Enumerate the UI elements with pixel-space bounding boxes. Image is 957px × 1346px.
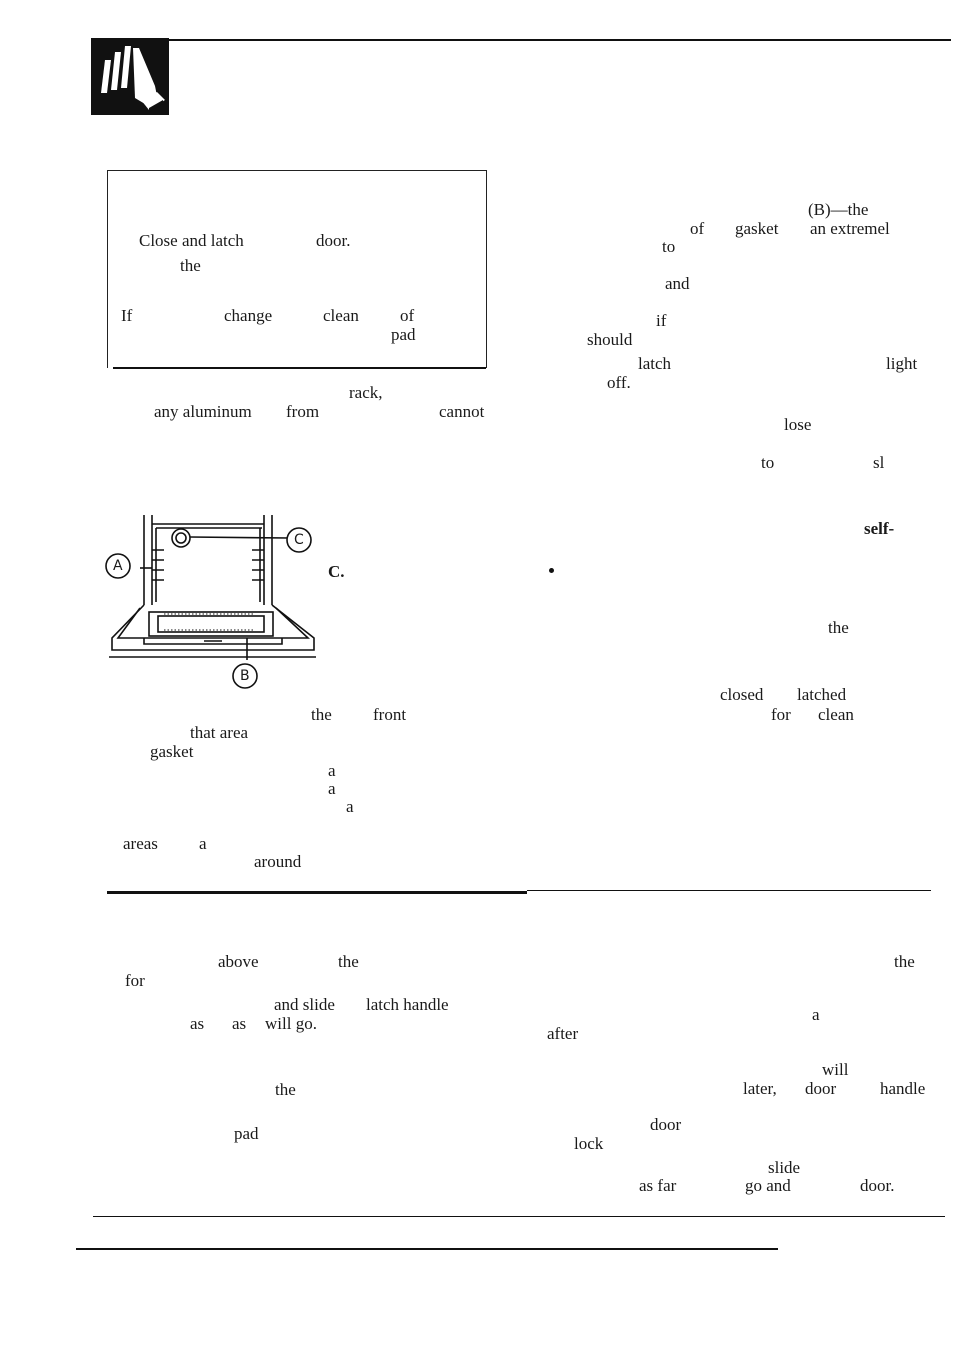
body-text: areas bbox=[123, 834, 158, 853]
body-text: will go. bbox=[265, 1014, 317, 1033]
body-text: as bbox=[190, 1014, 205, 1033]
body-text: for bbox=[771, 705, 791, 724]
footer-rule-top bbox=[93, 1216, 945, 1218]
body-text: after bbox=[547, 1024, 579, 1043]
body-text: a bbox=[346, 797, 354, 816]
callout-b-label: B bbox=[240, 668, 250, 684]
figure-caption-c: C. bbox=[328, 562, 345, 581]
body-text: lose bbox=[784, 415, 812, 434]
body-text: if bbox=[656, 311, 667, 330]
footer-rule-bottom bbox=[76, 1248, 778, 1250]
body-text: that area bbox=[190, 723, 249, 742]
body-text: (B)—the bbox=[808, 200, 869, 219]
section-rule-left bbox=[107, 891, 527, 894]
body-text: around bbox=[254, 852, 302, 871]
body-text: latch bbox=[638, 354, 672, 373]
instruction-box bbox=[107, 170, 487, 368]
box-text: Close and latch bbox=[139, 231, 244, 250]
body-text: cannot bbox=[439, 402, 485, 421]
box-bottom-rule bbox=[113, 367, 486, 369]
body-text: a bbox=[199, 834, 207, 853]
body-text: sl bbox=[873, 453, 885, 472]
body-text: latched bbox=[797, 685, 847, 704]
body-text: self- bbox=[864, 519, 895, 538]
box-text: change bbox=[224, 306, 273, 325]
body-text: a bbox=[328, 779, 336, 798]
body-text: for bbox=[125, 971, 145, 990]
body-text: door bbox=[805, 1079, 837, 1098]
body-text: an extremel bbox=[810, 219, 890, 238]
oven-interior-diagram bbox=[109, 515, 316, 660]
body-text: the bbox=[275, 1080, 296, 1099]
body-text: gasket bbox=[150, 742, 194, 761]
body-text: and slide bbox=[274, 995, 335, 1014]
box-text: clean bbox=[323, 306, 359, 325]
body-text: rack, bbox=[349, 383, 383, 402]
body-text: clean bbox=[818, 705, 854, 724]
box-text: door. bbox=[316, 231, 351, 250]
body-text: door. bbox=[860, 1176, 895, 1195]
body-text: as bbox=[232, 1014, 247, 1033]
body-text: as far bbox=[639, 1176, 677, 1195]
body-text: door bbox=[650, 1115, 682, 1134]
body-text: gasket bbox=[735, 219, 779, 238]
body-text: later, bbox=[743, 1079, 777, 1098]
callout-b-marker bbox=[232, 663, 258, 689]
callout-c-label: C bbox=[294, 532, 304, 548]
body-text: handle bbox=[880, 1079, 926, 1098]
bullet bbox=[549, 568, 554, 573]
body-text: the bbox=[311, 705, 332, 724]
body-text: closed bbox=[720, 685, 764, 704]
section-rule-right bbox=[527, 890, 931, 892]
box-text: pad bbox=[391, 325, 416, 344]
callout-a-marker bbox=[105, 553, 131, 579]
box-text: of bbox=[400, 306, 415, 325]
body-text: and bbox=[665, 274, 690, 293]
body-text: the bbox=[338, 952, 359, 971]
body-text: above bbox=[218, 952, 259, 971]
body-text: a bbox=[328, 761, 336, 780]
body-text: a bbox=[812, 1005, 820, 1024]
body-text: will bbox=[822, 1060, 849, 1079]
body-text: any aluminum bbox=[154, 402, 252, 421]
body-text: to bbox=[662, 237, 676, 256]
body-text: should bbox=[587, 330, 633, 349]
callout-c-marker bbox=[286, 527, 312, 553]
body-text: pad bbox=[234, 1124, 259, 1143]
body-text: slide bbox=[768, 1158, 801, 1177]
body-text: lock bbox=[574, 1134, 604, 1153]
body-text: of bbox=[690, 219, 705, 238]
callout-a-label: A bbox=[113, 558, 123, 574]
box-text: the bbox=[180, 256, 201, 275]
body-text: go and bbox=[745, 1176, 791, 1195]
body-text: front bbox=[373, 705, 407, 724]
body-text: latch handle bbox=[366, 995, 449, 1014]
body-text: off. bbox=[607, 373, 631, 392]
hand-pressing-pad-icon bbox=[91, 38, 169, 115]
body-text: the bbox=[894, 952, 915, 971]
body-text: the bbox=[828, 618, 849, 637]
box-text: If bbox=[121, 306, 133, 325]
body-text: to bbox=[761, 453, 775, 472]
body-text: from bbox=[286, 402, 320, 421]
header-rule bbox=[91, 39, 951, 41]
body-text: light bbox=[886, 354, 918, 373]
